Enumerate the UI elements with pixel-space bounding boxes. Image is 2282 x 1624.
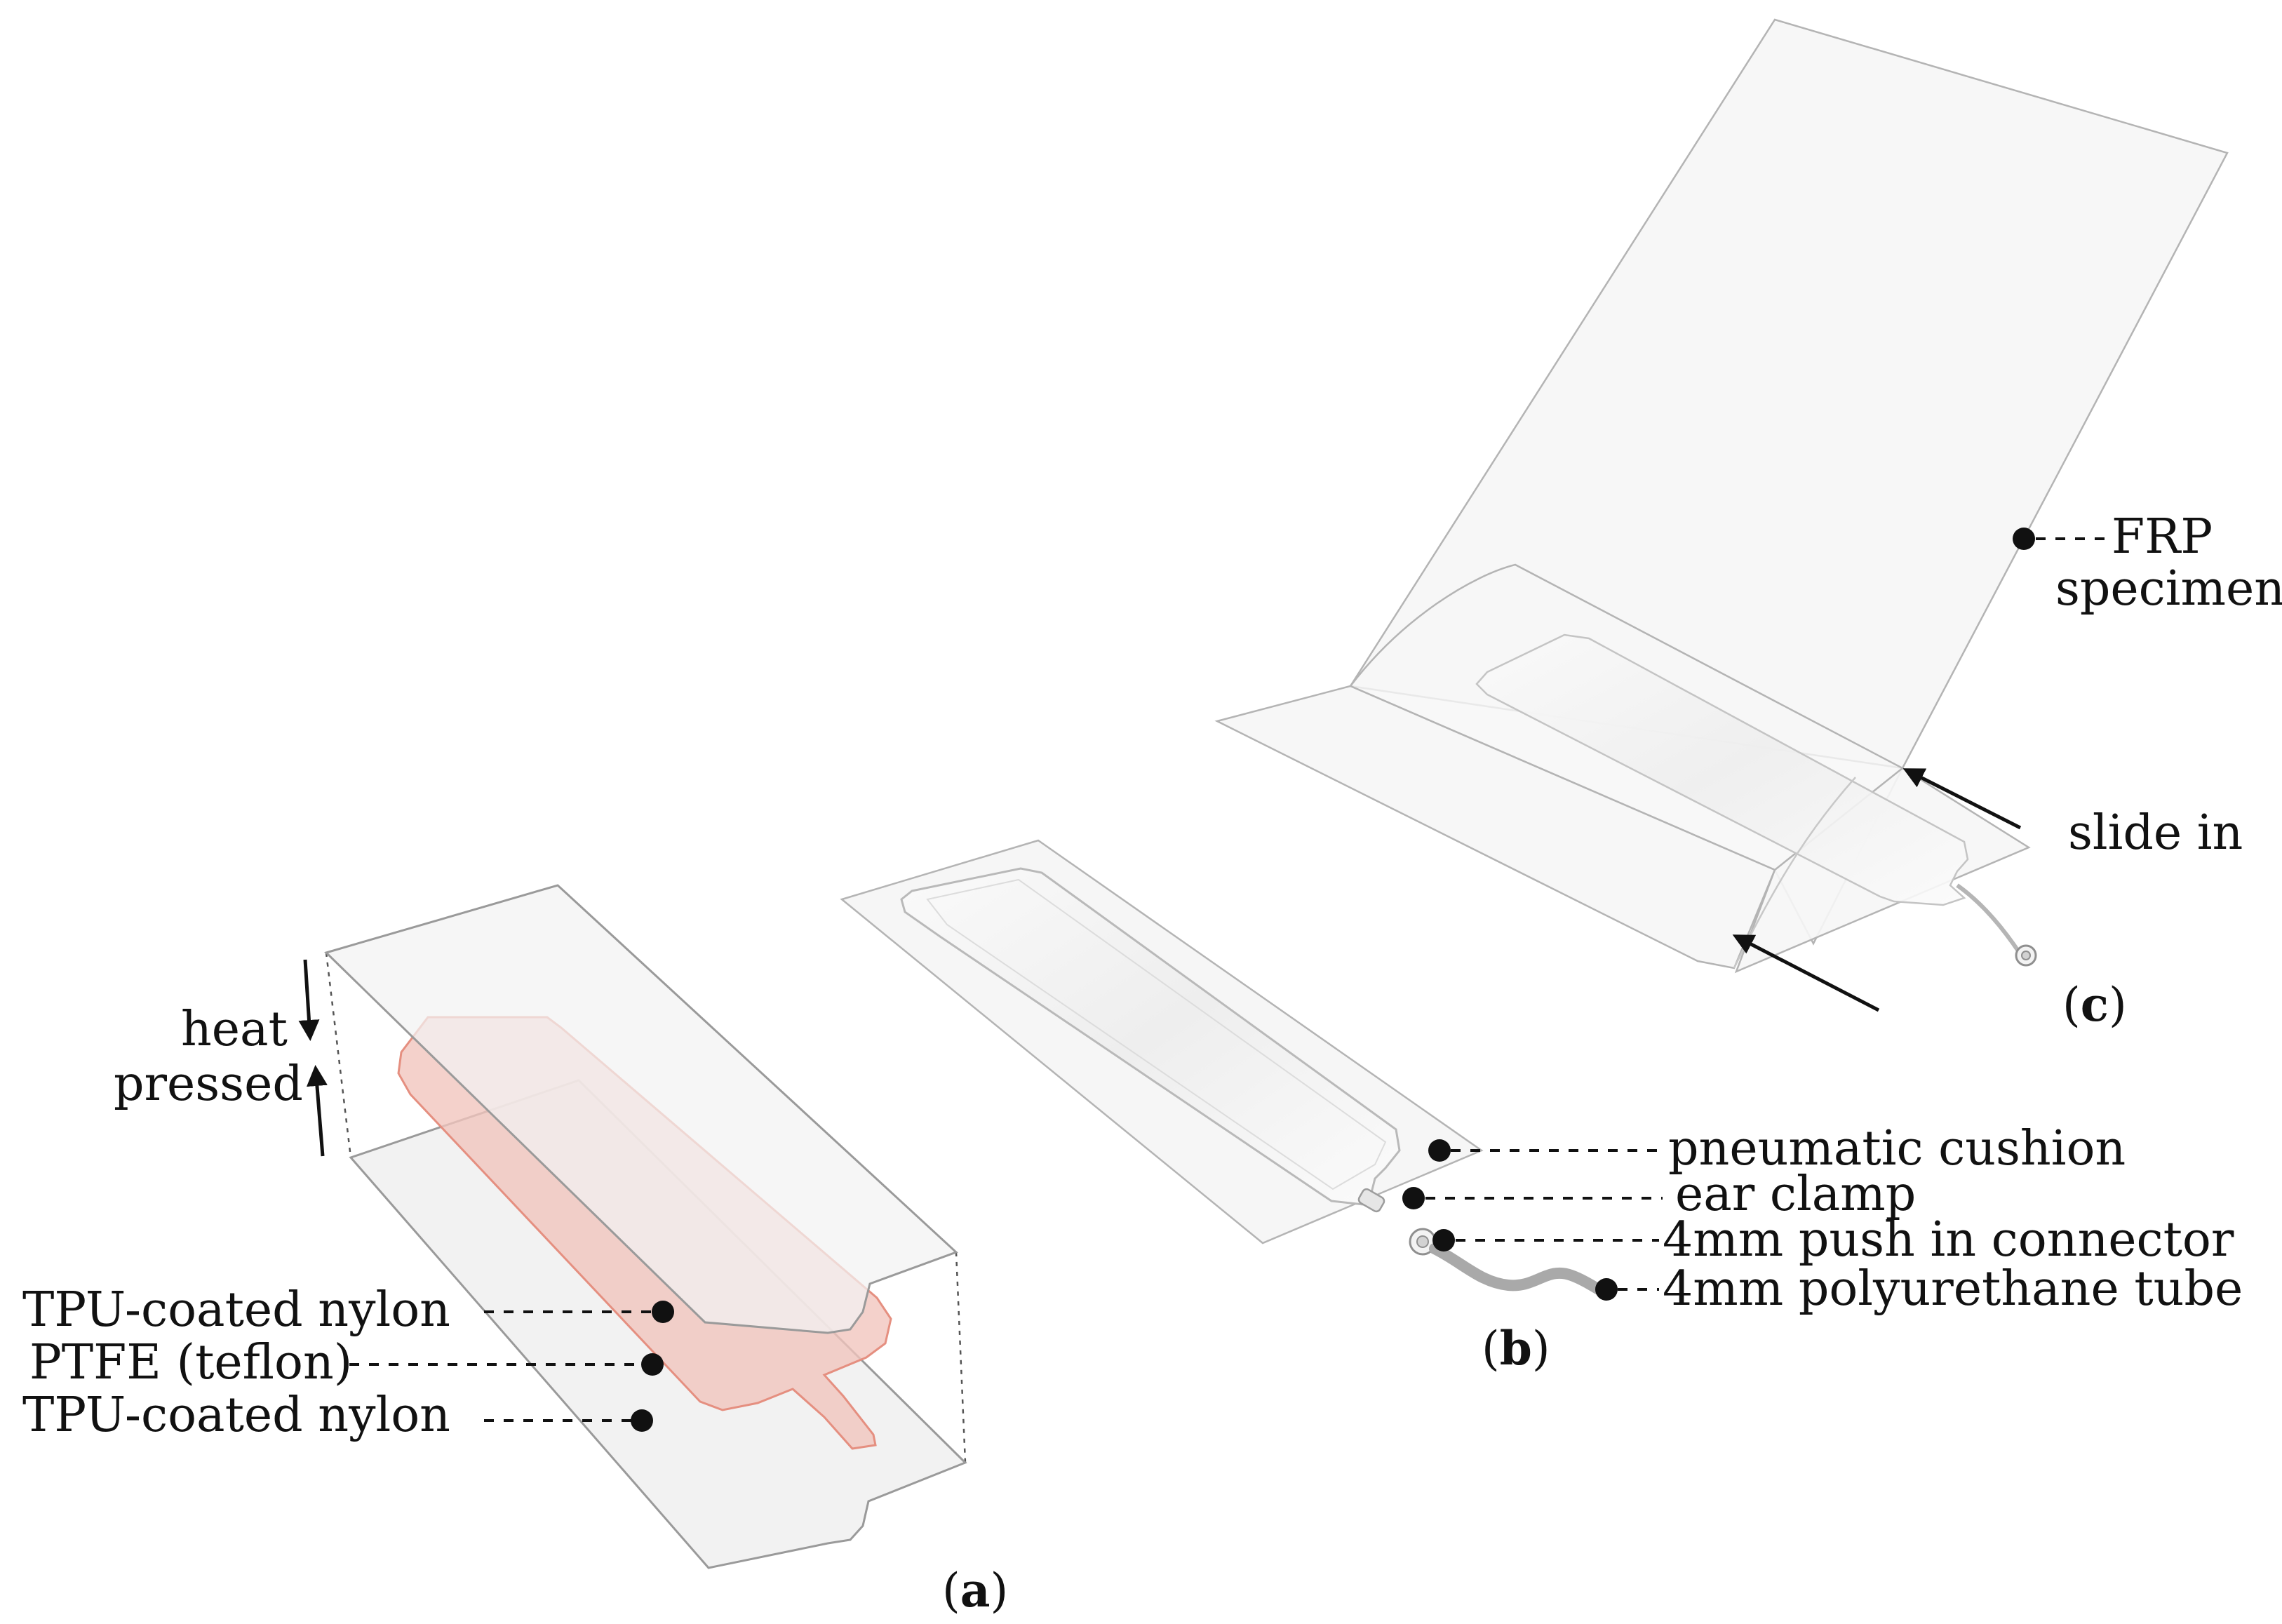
inserted-cushion-tail — [1956, 883, 2022, 955]
panel-b-label: (b) — [1482, 1321, 1550, 1376]
pneumatic-cushion-label: pneumatic cushion — [1668, 1121, 2126, 1176]
ear-clamp-label: ear clamp — [1675, 1167, 1916, 1222]
slide-in-label: slide in — [2068, 805, 2243, 861]
panel-a-label: (a) — [942, 1563, 1008, 1618]
frp-label-line2: specimen — [2055, 561, 2282, 617]
press-arrow-down — [298, 959, 320, 1041]
fold-curve-line — [1733, 777, 1856, 969]
ptfe-dot — [641, 1353, 664, 1376]
connector-hole — [1416, 1235, 1429, 1248]
frp-label-line1: FRP — [2112, 509, 2213, 565]
cushion-inner-seam — [926, 878, 1387, 1190]
panel-a-assembly: heat pressed TPU-coated nylon PTFE (tefl… — [22, 884, 1008, 1618]
panel-c-label: (c) — [2062, 977, 2127, 1032]
ear-clamp-dot — [1402, 1187, 1425, 1209]
panel-b-cushion: pneumatic cushion ear clamp 4mm push in … — [840, 839, 2243, 1376]
heat-label: heat — [181, 1002, 288, 1057]
tube-label: 4mm polyurethane tube — [1663, 1261, 2243, 1317]
tpu-bottom-dot — [631, 1409, 653, 1432]
press-arrow-up — [306, 1065, 328, 1157]
slide-in-arrow-lower — [1732, 934, 1880, 1012]
polyurethane-tube-shape — [1429, 1243, 1613, 1300]
inserted-cushion-body — [1475, 633, 1969, 906]
connector-label: 4mm push in connector — [1663, 1212, 2234, 1268]
panel-c-specimen: slide in FRP specimen (c) — [1214, 18, 2282, 1032]
tpu-top-dot — [652, 1301, 674, 1323]
ear-clamp-shape — [1357, 1188, 1385, 1213]
connector-dot — [1432, 1229, 1455, 1251]
tpu-top-label: TPU-coated nylon — [22, 1282, 450, 1338]
frp-dot — [2013, 528, 2035, 550]
guide-line-right-front — [955, 1251, 967, 1463]
guide-line-left — [325, 952, 352, 1158]
tpu-bottom-label: TPU-coated nylon — [22, 1388, 450, 1443]
ptfe-label: PTFE (teflon) — [29, 1335, 352, 1390]
cushion-dot — [1428, 1139, 1451, 1162]
tube-dot — [1595, 1278, 1618, 1301]
slide-in-arrow-upper — [1902, 768, 2022, 830]
pressed-label: pressed — [114, 1056, 303, 1112]
inserted-connector-hole — [2021, 951, 2031, 960]
top-tpu-sheet — [324, 884, 958, 1334]
specimen-front-sheet — [1214, 685, 1776, 969]
